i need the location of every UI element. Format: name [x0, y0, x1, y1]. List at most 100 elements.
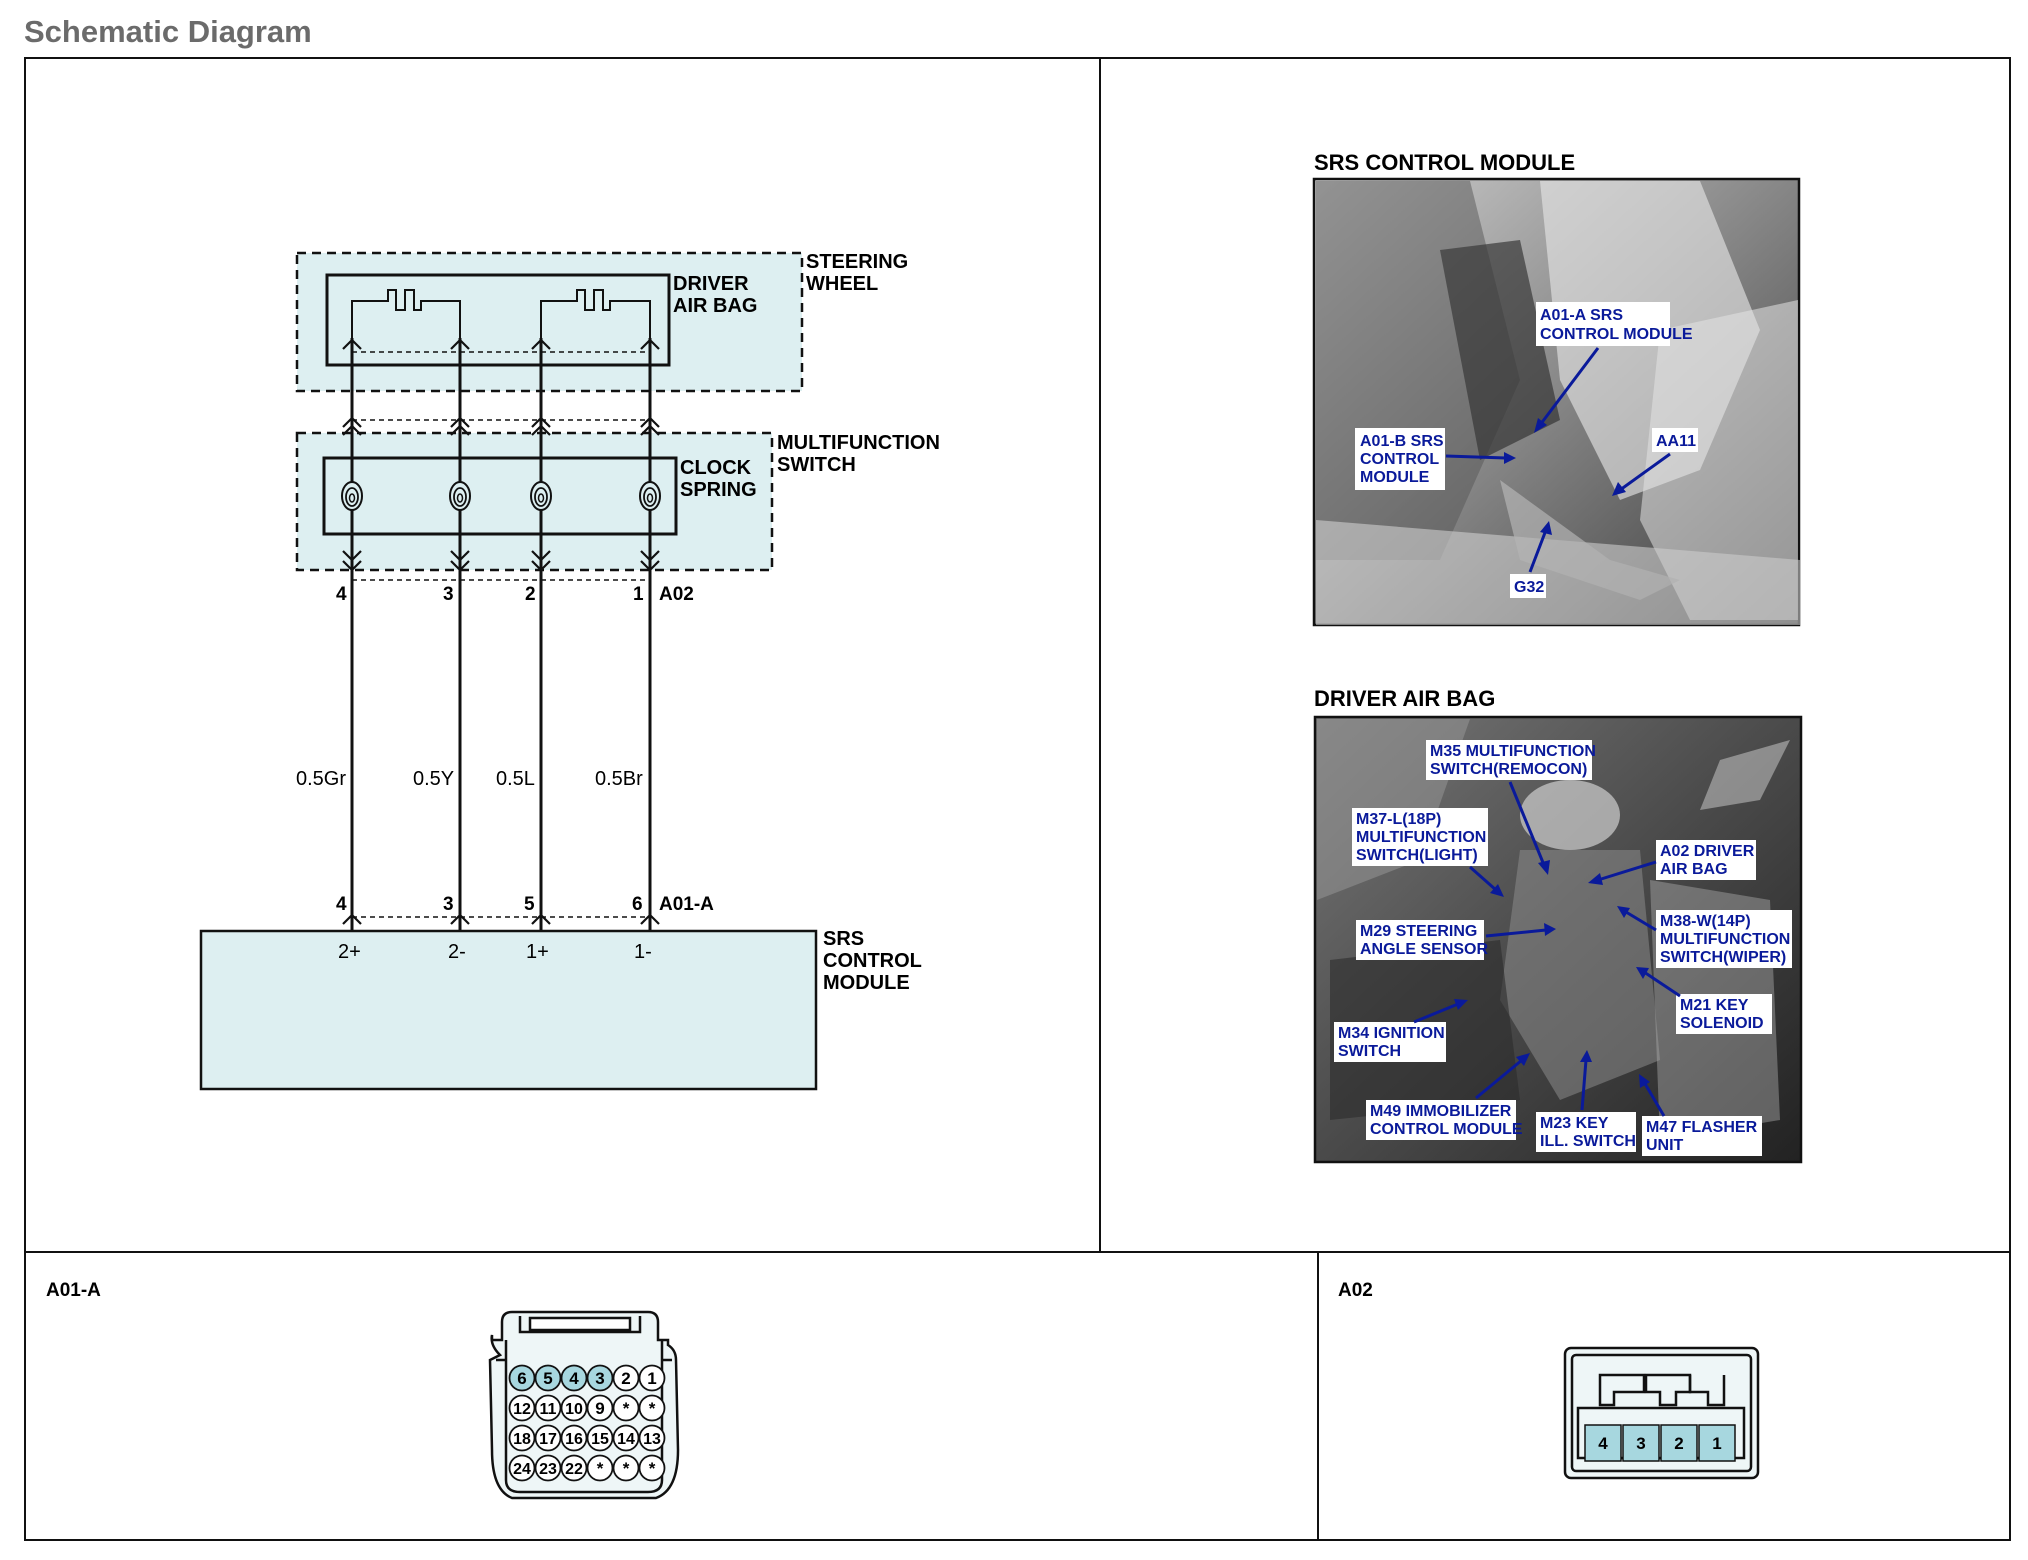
svg-text:9: 9 [595, 1399, 604, 1418]
a01a-pin-6-r0: 6 [508, 1364, 536, 1392]
connector-chevron-up [342, 416, 362, 428]
svg-text:AIR BAG: AIR BAG [1660, 861, 1728, 878]
connector-chevron-up [640, 338, 660, 350]
srs-module-label-2: CONTROL [823, 950, 922, 972]
a01a-pin-23-r3: 23 [534, 1454, 562, 1482]
svg-text:11: 11 [540, 1401, 557, 1418]
svg-text:12: 12 [513, 1401, 531, 1418]
svg-text:G32: G32 [1514, 579, 1544, 596]
svg-text:AA11: AA11 [1656, 433, 1696, 450]
a02-pin-1: 1 [1698, 1424, 1736, 1462]
svg-text:24: 24 [513, 1461, 531, 1478]
svg-text:CONTROL: CONTROL [1360, 451, 1439, 468]
driver-air-bag-label-2: AIR BAG [673, 295, 757, 317]
callout-a01a: A01-A SRS CONTROL MODULE [1534, 302, 1693, 433]
clock-spring-label-2: SPRING [680, 479, 757, 501]
connector-a02-name: A02 [1338, 1280, 1373, 1301]
srs-control-module-box [199, 929, 818, 1091]
svg-text:3: 3 [595, 1369, 604, 1388]
wire-label-y: 0.5Y [413, 768, 454, 790]
callout-m29: M29 STEERING ANGLE SENSOR [1356, 920, 1556, 960]
clock-spring-label-1: CLOCK [680, 457, 752, 479]
callout-m21: M21 KEY SOLENOID [1636, 967, 1772, 1034]
a01a-pin-11-r1: 11 [534, 1394, 562, 1422]
svg-text:UNIT: UNIT [1646, 1137, 1684, 1154]
bottom-connector-label: A01-A [659, 894, 714, 915]
connector-chevron-down [450, 560, 470, 572]
callout-m38: M38-W(14P) MULTIFUNCTION SWITCH(WIPER) [1617, 906, 1792, 968]
a01a-pin-24-r3: 24 [508, 1454, 536, 1482]
photo-heading-driver-air-bag: DRIVER AIR BAG [1314, 686, 1495, 711]
driver-air-bag-label-1: DRIVER [673, 273, 749, 295]
module-terminal-2minus: 2- [448, 941, 466, 963]
a01a-pin-*-r1: * [612, 1394, 640, 1422]
callout-aa11: AA11 [1612, 428, 1698, 496]
svg-text:2: 2 [1674, 1434, 1683, 1453]
connector-chevron-down [531, 560, 551, 572]
top-pin-2: 2 [525, 584, 536, 605]
callout-m23: M23 KEY ILL. SWITCH [1536, 1050, 1636, 1152]
wire-label-br: 0.5Br [595, 768, 643, 790]
a01a-pin-2-r0: 2 [612, 1364, 640, 1392]
svg-text:A01-B SRS: A01-B SRS [1360, 433, 1444, 450]
svg-text:*: * [597, 1459, 604, 1478]
connector-chevron-up [450, 416, 470, 428]
wire-label-l: 0.5L [496, 768, 535, 790]
svg-text:SWITCH(WIPER): SWITCH(WIPER) [1660, 949, 1786, 966]
a01a-pin-14-r2: 14 [612, 1424, 640, 1452]
svg-text:*: * [649, 1399, 656, 1418]
connector-chevron-up [450, 913, 470, 925]
svg-text:*: * [623, 1399, 630, 1418]
a01a-pin-4-r0: 4 [560, 1364, 588, 1392]
connector-chevron-down [342, 560, 362, 572]
photo-panel-srs: SRS CONTROL MODULE A01-A SRS CONTROL MOD… [1312, 150, 1801, 627]
svg-text:13: 13 [643, 1431, 661, 1448]
a01a-pin-*-r3: * [638, 1454, 666, 1482]
svg-text:22: 22 [565, 1461, 583, 1478]
svg-text:2: 2 [621, 1369, 630, 1388]
svg-text:5: 5 [543, 1369, 552, 1388]
a01a-pin-16-r2: 16 [560, 1424, 588, 1452]
wire-group [341, 338, 661, 930]
callout-m49: M49 IMMOBILIZER CONTROL MODULE [1366, 1053, 1530, 1140]
callout-m47: M47 FLASHER UNIT [1639, 1074, 1762, 1156]
steering-wheel-label-2: WHEEL [806, 273, 878, 295]
a01a-pin-22-r3: 22 [560, 1454, 588, 1482]
connector-chevron-up [342, 338, 362, 350]
svg-text:SWITCH(REMOCON): SWITCH(REMOCON) [1430, 761, 1587, 778]
bottom-pin-3: 3 [443, 894, 454, 915]
multifunction-switch-label-1: MULTIFUNCTION [777, 432, 940, 454]
outer-frame [24, 57, 2011, 1541]
svg-text:ILL. SWITCH: ILL. SWITCH [1540, 1133, 1636, 1150]
clock-spring-coil-3 [530, 481, 552, 511]
svg-text:1: 1 [647, 1369, 656, 1388]
squib-element-left [351, 289, 461, 338]
a01a-pin-17-r2: 17 [534, 1424, 562, 1452]
connector-chevron-up [450, 338, 470, 350]
connector-chevron-down [640, 550, 660, 562]
connector-chevron-up [531, 424, 551, 436]
a02-pin-4: 4 [1584, 1424, 1622, 1462]
svg-text:M34 IGNITION: M34 IGNITION [1338, 1025, 1445, 1042]
svg-text:17: 17 [539, 1431, 557, 1448]
svg-text:23: 23 [539, 1461, 557, 1478]
svg-text:1: 1 [1712, 1434, 1721, 1453]
a01a-pin-18-r2: 18 [508, 1424, 536, 1452]
steering-wheel-label-1: STEERING [806, 251, 908, 273]
connector-chevron-up [531, 416, 551, 428]
connector-chevron-up [531, 913, 551, 925]
svg-text:SWITCH: SWITCH [1338, 1043, 1401, 1060]
module-terminal-1minus: 1- [634, 941, 652, 963]
srs-module-label-3: MODULE [823, 972, 910, 994]
connector-chevron-up [640, 913, 660, 925]
top-connector-label: A02 [659, 584, 694, 605]
svg-text:A02 DRIVER: A02 DRIVER [1660, 843, 1755, 860]
callout-g32: G32 [1510, 521, 1552, 598]
svg-text:3: 3 [1636, 1434, 1645, 1453]
module-terminal-1plus: 1+ [526, 941, 549, 963]
page-title: Schematic Diagram [24, 14, 312, 49]
